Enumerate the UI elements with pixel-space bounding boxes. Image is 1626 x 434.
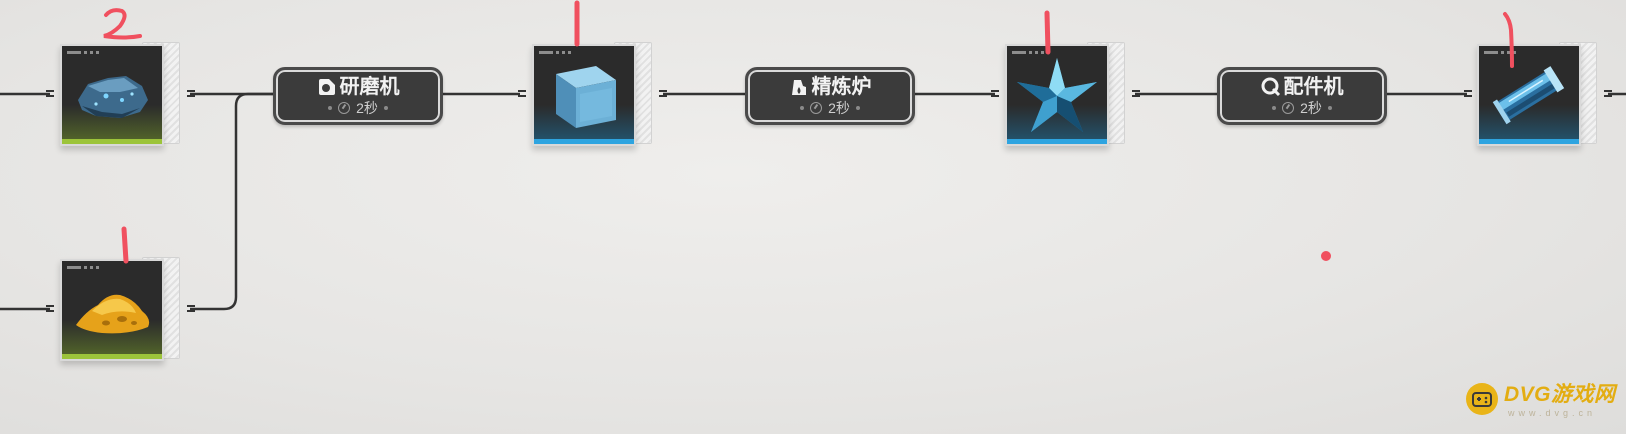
blue-component-icon [1492,66,1565,125]
machine-time: 2秒 [1220,100,1384,116]
annotation-number-2 [103,8,142,40]
output-port [187,305,195,312]
watermark: DVG游戏网 www.dvg.cn [1466,381,1618,421]
rarity-bar [62,139,162,144]
annotation-dot [1321,251,1331,261]
machine-name: 精炼炉 [811,76,872,98]
machine-title: 研磨机 [276,75,440,99]
card-topbar [67,265,99,269]
machine-name: 研磨机 [339,76,400,98]
input-port [1464,90,1472,97]
machine-grinder[interactable]: 研磨机 2秒 [273,67,443,125]
item-card-ore[interactable]: ⫽ [60,42,180,146]
machine-time: 2秒 [748,100,912,116]
card-face [60,259,164,361]
card-face [532,44,636,146]
machine-title: 配件机 [1220,75,1384,99]
process-time: 2秒 [828,100,850,116]
input-port [46,90,54,97]
star-crystal-icon [1017,58,1097,132]
card-topbar [67,50,99,54]
annotation-number-1 [1044,10,1051,55]
machine-fitting[interactable]: 配件机 2秒 [1217,67,1387,125]
watermark-brand: DVG游戏网 [1504,383,1616,406]
blue-cube-icon [556,66,616,128]
fitting-icon [1261,77,1281,97]
rarity-bar [1007,139,1107,144]
item-card-crystal[interactable]: ⫽ [1005,42,1125,146]
machine-furnace[interactable]: 精炼炉 2秒 [745,67,915,125]
rarity-bar [534,139,634,144]
input-port [518,90,526,97]
watermark-url: www.dvg.cn [1508,408,1597,418]
card-topbar [539,50,571,54]
machine-name: 配件机 [1283,76,1344,98]
orange-powder-icon [76,294,150,334]
annotation-number-1 [1503,12,1514,68]
output-port [187,90,195,97]
input-port [991,90,999,97]
card-face [1005,44,1109,146]
annotation-number-1 [121,226,129,264]
input-port [46,305,54,312]
furnace-icon [789,77,809,97]
process-time: 2秒 [1300,100,1322,116]
grinder-icon [317,77,337,97]
card-topbar [1012,50,1044,54]
output-port [1132,90,1140,97]
annotation-number-1 [574,0,580,47]
clock-icon [810,102,823,114]
blue-ore-icon [78,76,148,118]
card-face [1477,44,1581,146]
process-time: 2秒 [356,100,378,116]
clock-icon [1282,102,1295,114]
item-card-powder[interactable]: ⫽ [60,257,180,361]
rarity-bar [1479,139,1579,144]
card-face [60,44,164,146]
card-topbar [1484,50,1516,54]
item-card-cube[interactable]: ⫽ [532,42,652,146]
output-port [1604,90,1612,97]
machine-title: 精炼炉 [748,75,912,99]
rarity-bar [62,354,162,359]
output-port [659,90,667,97]
clock-icon [338,102,351,114]
item-card-component[interactable]: ⫽ [1477,42,1597,146]
machine-time: 2秒 [276,100,440,116]
gamepad-logo-icon [1466,383,1498,415]
